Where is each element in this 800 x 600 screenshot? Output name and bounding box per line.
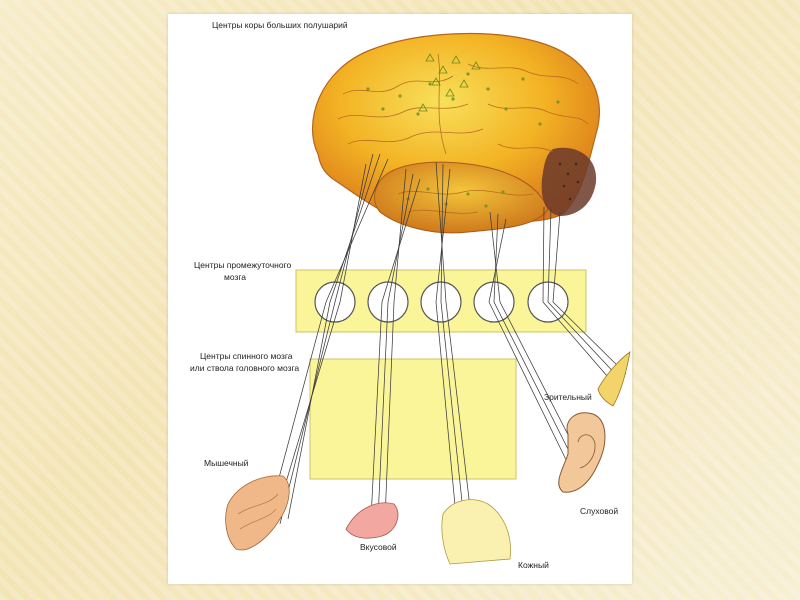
muscle-receptor	[225, 475, 290, 551]
label-taste: Вкусовой	[360, 542, 397, 552]
nerve-pathways	[263, 153, 627, 560]
eye-receptor	[597, 351, 631, 407]
label-spinal-line2: или ствола головного мозга	[190, 363, 299, 373]
ear-receptor	[558, 412, 606, 493]
label-diencephalon-line1: Центры промежуточного	[194, 260, 291, 270]
label-spinal-line1: Центры спинного мозга	[200, 351, 293, 361]
skin-receptor	[441, 499, 511, 565]
brain-cerebrum	[311, 32, 600, 234]
label-cortex-centers: Центры коры больших полушарий	[212, 20, 348, 30]
label-visual: Зрительный	[544, 392, 592, 402]
diagram-slide: Центры коры больших полушарий Центры про…	[168, 14, 632, 584]
analyzer-diagram: Центры коры больших полушарий Центры про…	[190, 20, 631, 570]
label-auditory: Слуховой	[580, 506, 618, 516]
label-muscle: Мышечный	[204, 458, 249, 468]
spinal-panel	[309, 358, 517, 480]
tongue-receptor	[345, 502, 399, 539]
label-diencephalon-line2: мозга	[224, 272, 246, 282]
label-skin: Кожный	[518, 560, 549, 570]
